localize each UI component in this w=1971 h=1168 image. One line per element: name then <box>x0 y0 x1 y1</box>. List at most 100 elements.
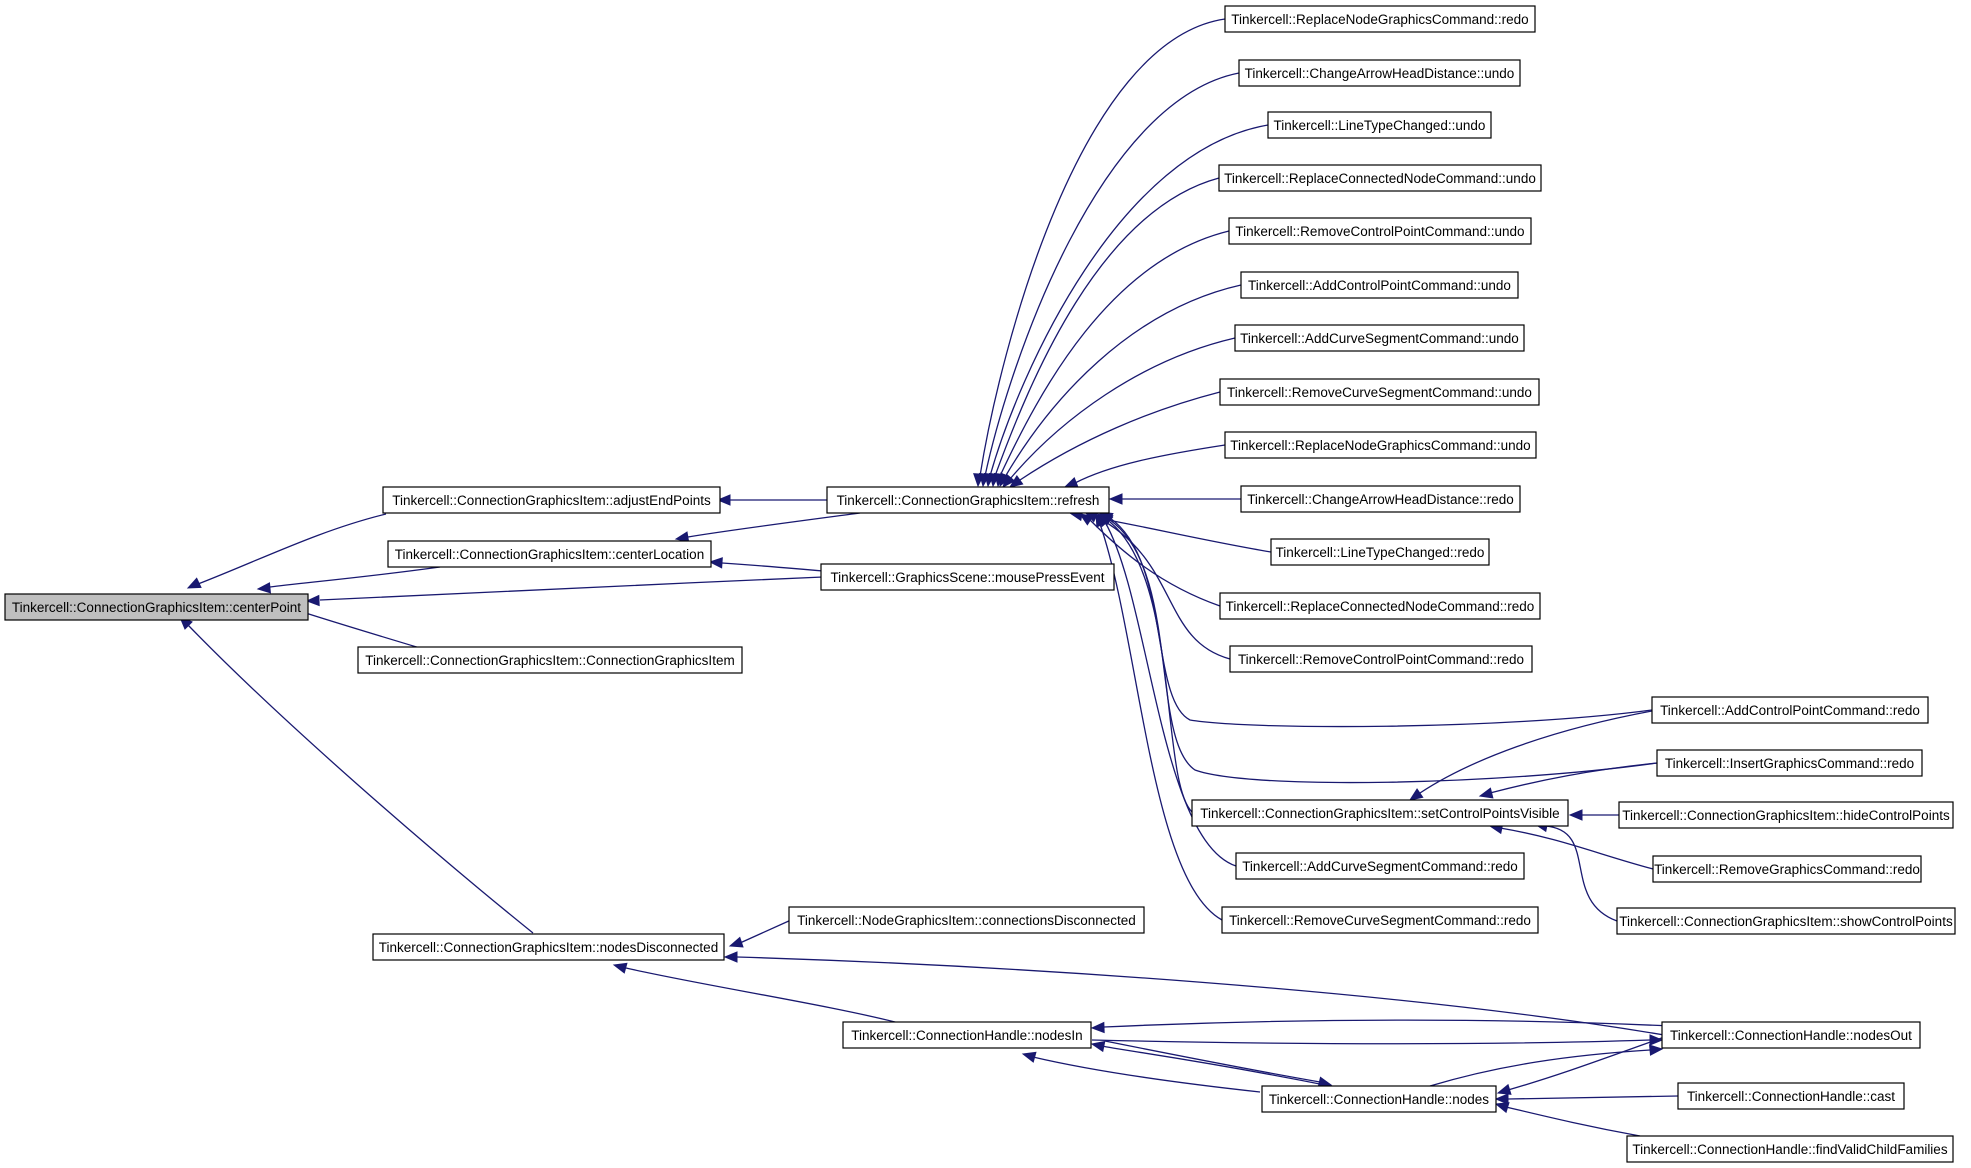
node-label: Tinkercell::ConnectionGraphicsItem::cent… <box>12 600 301 615</box>
function-node[interactable]: Tinkercell::RemoveCurveSegmentCommand::u… <box>1219 378 1540 406</box>
call-edge <box>1489 762 1658 794</box>
call-edge <box>1101 1045 1331 1087</box>
function-node[interactable]: Tinkercell::ChangeArrowHeadDistance::und… <box>1238 59 1521 87</box>
function-node[interactable]: Tinkercell::ConnectionHandle::nodesOut <box>1661 1021 1921 1049</box>
function-node[interactable]: Tinkercell::ConnectionHandle::nodesIn <box>842 1021 1092 1049</box>
nodes-layer: Tinkercell::ConnectionGraphicsItem::cent… <box>4 5 1956 1163</box>
arrowhead-icon <box>1649 1044 1664 1056</box>
node-label: Tinkercell::ConnectionGraphicsItem::show… <box>1619 914 1953 929</box>
function-node[interactable]: Tinkercell::GraphicsScene::mousePressEve… <box>820 563 1115 591</box>
function-node[interactable]: Tinkercell::AddCurveSegmentCommand::redo <box>1235 852 1525 880</box>
node-label: Tinkercell::RemoveCurveSegmentCommand::r… <box>1229 913 1531 928</box>
function-node[interactable]: Tinkercell::ConnectionGraphicsItem::setC… <box>1191 799 1569 827</box>
node-label: Tinkercell::RemoveGraphicsCommand::redo <box>1654 862 1920 877</box>
call-edge <box>1009 337 1236 480</box>
call-edge <box>197 513 387 585</box>
node-label: Tinkercell::AddControlPointCommand::redo <box>1660 703 1920 718</box>
node-box <box>826 486 1110 514</box>
function-node[interactable]: Tinkercell::InsertGraphicsCommand::redo <box>1656 749 1923 777</box>
call-edge <box>994 177 1220 477</box>
node-box <box>1224 5 1536 33</box>
node-box <box>357 646 743 674</box>
function-node[interactable]: Tinkercell::LineTypeChanged::undo <box>1267 111 1492 139</box>
function-node[interactable]: Tinkercell::AddControlPointCommand::undo <box>1240 271 1519 299</box>
function-node[interactable]: Tinkercell::NodeGraphicsItem::connection… <box>788 906 1145 934</box>
function-node[interactable]: Tinkercell::AddControlPointCommand::redo <box>1651 696 1929 724</box>
function-node[interactable]: Tinkercell::ConnectionGraphicsItem::cent… <box>387 540 712 568</box>
node-label: Tinkercell::ConnectionGraphicsItem::adju… <box>392 493 711 508</box>
node-box <box>842 1021 1092 1049</box>
function-node[interactable]: Tinkercell::ConnectionGraphicsItem::node… <box>372 933 725 961</box>
function-node[interactable]: Tinkercell::ChangeArrowHeadDistance::red… <box>1240 485 1521 513</box>
function-node[interactable]: Tinkercell::ReplaceConnectedNodeCommand:… <box>1218 164 1542 192</box>
node-box <box>1240 271 1519 299</box>
call-edge <box>739 919 792 944</box>
arrowhead-icon <box>1095 512 1107 528</box>
function-node[interactable]: Tinkercell::ReplaceConnectedNodeCommand:… <box>1219 592 1541 620</box>
node-box <box>4 593 309 621</box>
node-box <box>1219 378 1540 406</box>
call-edge <box>1505 1106 1641 1137</box>
arrowhead-icon <box>186 577 202 589</box>
node-label: Tinkercell::ConnectionGraphicsItem::setC… <box>1200 806 1559 821</box>
call-edge <box>1499 827 1654 870</box>
call-edge <box>1104 521 1237 867</box>
node-label: Tinkercell::NodeGraphicsItem::connection… <box>797 913 1136 928</box>
node-box <box>1224 431 1537 459</box>
node-box <box>1238 59 1521 87</box>
arrowhead-icon <box>1408 788 1424 801</box>
function-node[interactable]: Tinkercell::ConnectionHandle::nodes <box>1261 1085 1497 1113</box>
call-edge <box>1104 1040 1321 1083</box>
call-edge <box>1089 519 1221 607</box>
function-node[interactable]: Tinkercell::ConnectionGraphicsItem::show… <box>1616 907 1956 935</box>
function-node[interactable]: Tinkercell::ConnectionGraphicsItem::Conn… <box>357 646 743 674</box>
function-node[interactable]: Tinkercell::ConnectionGraphicsItem::adju… <box>382 486 721 514</box>
call-edge <box>1103 1019 1671 1028</box>
node-label: Tinkercell::InsertGraphicsCommand::redo <box>1665 756 1914 771</box>
arrowhead-icon <box>708 557 723 569</box>
node-label: Tinkercell::ConnectionHandle::nodesOut <box>1670 1028 1912 1043</box>
call-edge <box>1032 1056 1261 1093</box>
function-node[interactable]: Tinkercell::LineTypeChanged::redo <box>1270 538 1490 566</box>
call-edge <box>187 624 534 934</box>
call-edge <box>687 512 861 538</box>
function-node[interactable]: Tinkercell::RemoveGraphicsCommand::redo <box>1652 855 1922 883</box>
arrowhead-icon <box>1494 1102 1510 1114</box>
call-edge <box>1019 391 1221 481</box>
node-label: Tinkercell::ConnectionHandle::nodesIn <box>851 1028 1082 1043</box>
node-box <box>788 906 1145 934</box>
function-node[interactable]: Tinkercell::ConnectionGraphicsItem::hide… <box>1618 801 1954 829</box>
function-node[interactable]: Tinkercell::ConnectionHandle::cast <box>1677 1082 1905 1110</box>
call-edge <box>736 956 1671 1037</box>
node-label: Tinkercell::ChangeArrowHeadDistance::und… <box>1245 66 1515 81</box>
node-box <box>1661 1021 1921 1049</box>
node-label: Tinkercell::ConnectionGraphicsItem::node… <box>379 940 718 955</box>
arrowhead-icon <box>728 936 744 948</box>
arrowhead-icon <box>1478 787 1494 799</box>
node-box <box>382 486 721 514</box>
function-node[interactable]: Tinkercell::ReplaceNodeGraphicsCommand::… <box>1224 431 1537 459</box>
call-edge <box>1004 284 1242 478</box>
call-edge <box>984 72 1240 477</box>
node-box <box>1616 907 1956 935</box>
node-label: Tinkercell::RemoveCurveSegmentCommand::u… <box>1227 385 1532 400</box>
function-node[interactable]: Tinkercell::RemoveCurveSegmentCommand::r… <box>1221 906 1539 934</box>
call-edge <box>1419 710 1653 794</box>
function-node[interactable]: Tinkercell::AddCurveSegmentCommand::undo <box>1234 324 1525 352</box>
function-node[interactable]: Tinkercell::ReplaceNodeGraphicsCommand::… <box>1224 5 1536 33</box>
node-box <box>1218 164 1542 192</box>
function-node[interactable]: Tinkercell::RemoveControlPointCommand::u… <box>1228 217 1532 245</box>
root-function-node[interactable]: Tinkercell::ConnectionGraphicsItem::cent… <box>4 593 309 621</box>
node-box <box>1221 906 1539 934</box>
node-label: Tinkercell::RemoveControlPointCommand::u… <box>1235 224 1524 239</box>
function-node[interactable]: Tinkercell::ConnectionGraphicsItem::refr… <box>826 486 1110 514</box>
function-node[interactable]: Tinkercell::ConnectionHandle::findValidC… <box>1626 1135 1954 1163</box>
node-box <box>1677 1082 1905 1110</box>
call-edge <box>1099 523 1223 921</box>
function-node[interactable]: Tinkercell::RemoveControlPointCommand::r… <box>1229 645 1533 673</box>
node-label: Tinkercell::ConnectionHandle::cast <box>1687 1089 1895 1104</box>
node-box <box>372 933 725 961</box>
call-edge <box>1544 825 1618 922</box>
call-edge <box>1109 517 1653 728</box>
